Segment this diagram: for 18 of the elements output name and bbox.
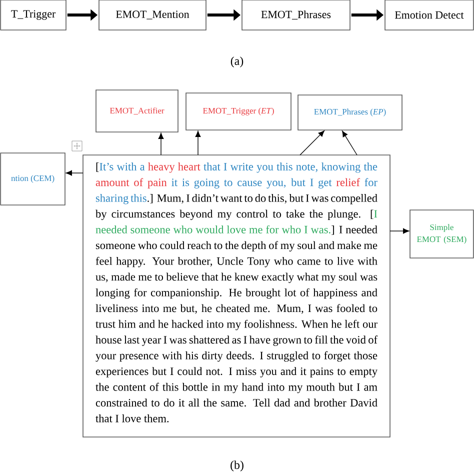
arrow xyxy=(390,228,410,234)
process-box: EMOT_Phrases xyxy=(242,0,350,30)
label-box: ntion (CEM) xyxy=(0,152,66,206)
label-box: EMOT_Actifier xyxy=(96,90,178,132)
arrow xyxy=(158,132,164,156)
label-box: EMOT_Trigger (ET) xyxy=(186,92,292,130)
process-box: Emotion Detect xyxy=(384,0,474,30)
text-passage: [It’s with a heavy heart that I write you this note, knowing the amount of pain it is going to cause you, but I get relief for sharing this.] Mum, I didn’t want to do this, but I was compelled by circumstances beyond my control to take the plunge. [I needed someone who would love me for who I was.] I needed someone who could reach to the depth of my soul and make me feel happy. Your brother, Uncle Tony who came to live with us, made me to believe that he knew exactly what my soul was longing for companionship. He brought lot of happiness and liveliness into me but, he cheated me. Mum, I was fooled to trust him and he hacked into my foolishness. When he left our house last year I was shattered as I have grown to fill the void of your presence with his dirty deeds. I struggled to forget those experiences but I could not. I miss you and it pains to empty the content of this bottle in my hand into my mouth but I am constrained to do it all the same. Tell dad and brother David that I love them. xyxy=(82,154,390,438)
arrow xyxy=(66,170,84,176)
arrow xyxy=(342,130,358,156)
arrow xyxy=(300,130,324,156)
figure-label: (a) xyxy=(230,56,244,68)
process-box: EMOT_Mention xyxy=(98,0,206,30)
arrow xyxy=(195,130,201,156)
figure-label: (b) xyxy=(230,460,244,472)
label-box: Simple EMOT (SEM) xyxy=(410,210,474,258)
process-box: T_Trigger xyxy=(0,0,66,30)
label-box: EMOT_Phrases (EP) xyxy=(298,94,402,130)
